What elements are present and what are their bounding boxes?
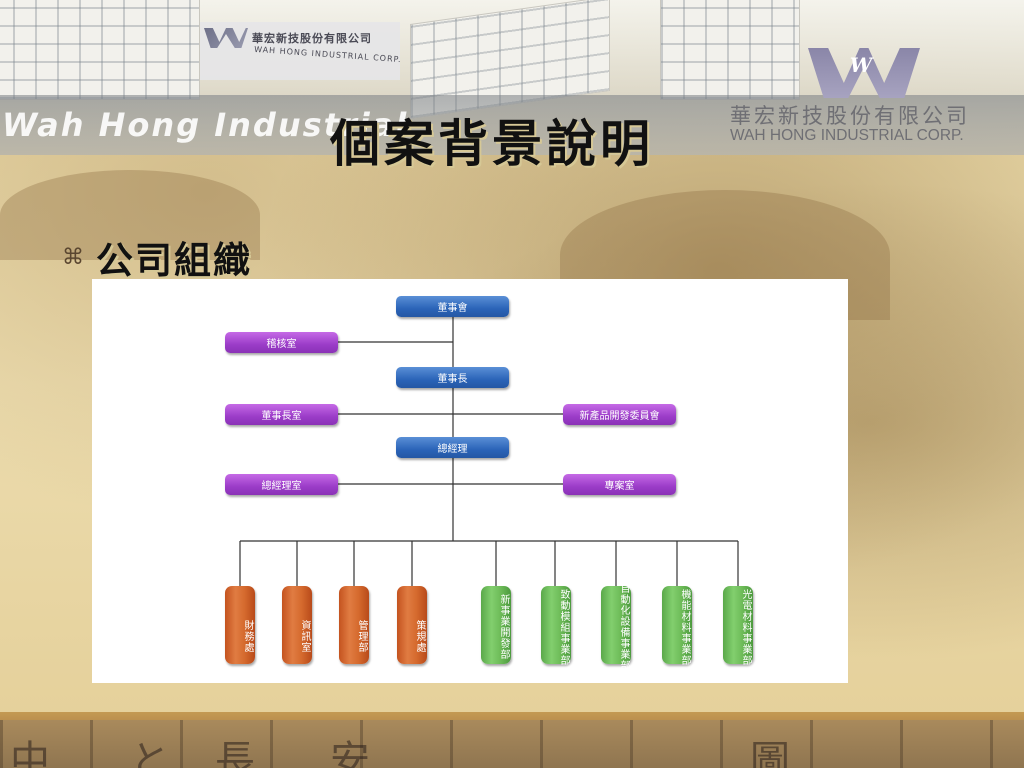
node-general-manager: 總經理: [396, 437, 509, 458]
node-functional-materials-dept: 機能材料事業部: [662, 586, 692, 666]
corporate-chinese-name: 華宏新技股份有限公司: [730, 104, 970, 128]
command-icon: ⌘: [62, 244, 84, 270]
sign-logo-icon: [204, 28, 248, 48]
org-chart-panel: 董事會 稽核室 董事長 董事長室 新產品開發委員會 總經理 總經理室 專案室 財…: [92, 279, 848, 683]
footer-calligraphy-char: 長: [215, 738, 255, 768]
bullet-text: 公司組織: [96, 238, 252, 282]
node-new-product-committee: 新產品開發委員會: [563, 404, 676, 425]
node-it-office: 資訊室: [282, 586, 312, 664]
building-right: [660, 0, 800, 100]
background-mountain: [0, 170, 260, 260]
node-new-business-dept: 新事業開發部: [481, 586, 511, 664]
footer-calligraphy-char: 中: [10, 738, 50, 768]
node-audit-office: 稽核室: [225, 332, 338, 353]
header-photo-band: 華宏新技股份有限公司 WAH HONG INDUSTRIAL CORP. Wah…: [0, 0, 1024, 155]
node-board-of-directors: 董事會: [396, 296, 509, 317]
node-chairman-office: 董事長室: [225, 404, 338, 425]
node-actuator-module-dept: 致動模組事業部: [541, 586, 571, 666]
footer-calligraphy-char: 安: [330, 738, 370, 768]
node-planning-dept: 策規處: [397, 586, 427, 664]
node-optoelectronic-materials-dept: 光電材料事業部: [723, 586, 753, 666]
footer-calligraphy-char: 圖: [750, 738, 790, 768]
slide-title: 個案背景說明: [330, 114, 654, 173]
node-finance-dept: 財務處: [225, 586, 255, 664]
footer-calligraphy-char: と: [130, 738, 170, 768]
building-left: [0, 0, 200, 100]
sign-chinese-name: 華宏新技股份有限公司: [252, 32, 372, 45]
building-sign: 華宏新技股份有限公司 WAH HONG INDUSTRIAL CORP.: [200, 22, 402, 80]
corporate-logo-mark: W: [849, 53, 873, 77]
sign-english-name: WAH HONG INDUSTRIAL CORP.: [253, 44, 402, 65]
footer-calligraphy-strip: [0, 720, 1024, 768]
node-project-office: 專案室: [563, 474, 676, 495]
org-chart-connectors: [239, 317, 739, 587]
node-gm-office: 總經理室: [225, 474, 338, 495]
bullet-item: ⌘ 公司組織: [62, 232, 362, 282]
node-chairman: 董事長: [396, 367, 509, 388]
header-strip: [0, 95, 1024, 155]
node-management-dept: 管理部: [339, 586, 369, 664]
corporate-english-name: WAH HONG INDUSTRIAL CORP.: [730, 127, 964, 144]
header-banner-text: Wah Hong Industrial: [2, 106, 409, 144]
node-automation-equipment-dept: 自動化設備事業部: [601, 583, 631, 671]
